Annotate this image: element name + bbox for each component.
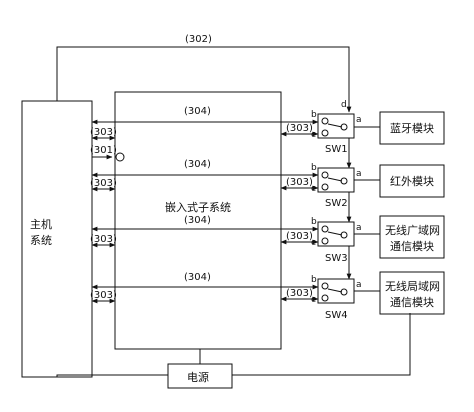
infrared-module-box: [379, 164, 445, 198]
line-302: [56, 46, 350, 101]
power-line-wlan: [232, 313, 411, 376]
ref-301: (301): [90, 145, 117, 156]
port-a-4: a: [356, 280, 362, 290]
ref-303-host-1: (303): [90, 127, 117, 138]
port-b-4: b: [311, 275, 317, 285]
ref-304-1: (304): [184, 106, 211, 117]
port-c-2: c: [311, 184, 316, 194]
switch-label-sw3: SW3: [325, 253, 348, 264]
port-c-3: c: [311, 238, 316, 248]
wlan-label-line2: 通信模块: [390, 296, 434, 309]
port-a-2: a: [356, 169, 362, 179]
switch-contacts: [321, 117, 348, 302]
switch-label-sw4: SW4: [325, 310, 348, 321]
ref-304-4: (304): [184, 272, 211, 283]
ref-303-host-2: (303): [90, 178, 117, 189]
port-a-1: a: [356, 115, 362, 125]
ref-303-sw-4: (303): [286, 288, 313, 299]
port-a-3: a: [356, 223, 362, 233]
port-c-4: c: [311, 295, 316, 305]
port-b-3: b: [311, 217, 317, 227]
infrared-label: 红外模块: [390, 175, 434, 188]
power-label: 电源: [187, 370, 209, 384]
wwan-label-line2: 通信模块: [390, 240, 434, 253]
ref-304-3: (304): [184, 215, 211, 226]
bluetooth-module-box: [379, 111, 445, 145]
switch-label-sw2: SW2: [325, 198, 348, 209]
ref-303-host-4: (303): [90, 290, 117, 301]
switch-label-sw1: SW1: [325, 144, 348, 155]
wwan-module-box: [379, 215, 445, 259]
embedded-label: 嵌入式子系统: [165, 201, 231, 214]
ref-303-sw-3: (303): [286, 231, 313, 242]
ref-302: (302): [185, 34, 212, 45]
bluetooth-label: 蓝牙模块: [390, 122, 434, 135]
port-c-1: c: [311, 130, 316, 140]
power-line-host: [56, 374, 168, 377]
switch-box-sw1: [317, 113, 355, 139]
port-301: [115, 152, 125, 162]
ref-304-2: (304): [184, 159, 211, 170]
ref-303-sw-2: (303): [286, 177, 313, 188]
wwan-label-line1: 无线广域网: [385, 223, 440, 237]
port-b-1: b: [311, 110, 317, 120]
host-label-line2: 系统: [30, 234, 52, 247]
port-b-2: b: [311, 163, 317, 173]
embedded-subsystem-box: [114, 91, 282, 350]
port-d-1: d: [341, 100, 347, 110]
wlan-label-line1: 无线局域网: [385, 279, 440, 293]
host-label-line1: 主机: [30, 217, 52, 231]
wlan-module-box: [379, 271, 445, 315]
ref-303-sw-1: (303): [286, 123, 313, 134]
ref-303-host-3: (303): [90, 234, 117, 245]
